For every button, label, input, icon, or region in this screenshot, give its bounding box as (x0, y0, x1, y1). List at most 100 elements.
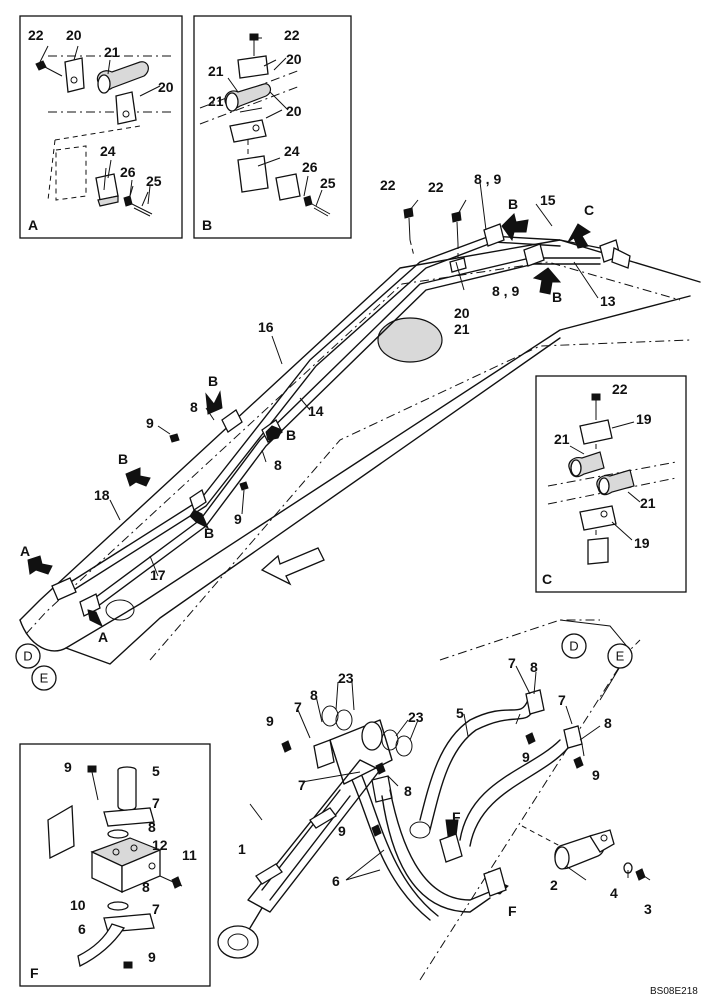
label-9: 9 (148, 949, 156, 965)
view-letter-c: C (584, 202, 594, 218)
inset-letter-f: F (30, 965, 39, 981)
label-20: 20 (66, 27, 82, 43)
label-22: 22 (428, 179, 444, 195)
label-8-9: 8 , 9 (492, 283, 519, 299)
label-12: 12 (152, 837, 168, 853)
arm-hoses (281, 689, 585, 921)
label-9: 9 (234, 511, 242, 527)
arm-cylinder (217, 619, 641, 981)
label-8: 8 (190, 399, 198, 415)
circle-marker-d: D (561, 633, 587, 659)
view-letter-a: A (98, 629, 108, 645)
circle-marker-d: D (15, 643, 41, 669)
label-10: 10 (70, 897, 86, 913)
view-letter-b: B (286, 427, 296, 443)
label-7: 7 (558, 692, 566, 708)
label-19: 19 (636, 411, 652, 427)
label-9: 9 (266, 713, 274, 729)
label-5: 5 (456, 705, 464, 721)
label-22: 22 (28, 27, 44, 43)
label-21: 21 (208, 63, 224, 79)
label-7: 7 (152, 795, 160, 811)
label-7: 7 (294, 699, 302, 715)
label-6: 6 (78, 921, 86, 937)
label-21: 21 (640, 495, 656, 511)
label-23: 23 (408, 709, 424, 725)
boom-pipes (51, 207, 631, 617)
label-26: 26 (302, 159, 318, 175)
label-2: 2 (550, 877, 558, 893)
view-letter-b: B (552, 289, 562, 305)
label-21: 21 (554, 431, 570, 447)
label-26: 26 (120, 164, 136, 180)
label-5: 5 (152, 763, 160, 779)
inset-letter-a: A (28, 217, 38, 233)
svg-text:D: D (569, 639, 578, 654)
inset-f (19, 743, 211, 987)
circle-marker-e: E (31, 665, 57, 691)
label-15: 15 (540, 192, 556, 208)
label-8: 8 (604, 715, 612, 731)
view-letter-f: F (452, 809, 461, 825)
view-letter-f: F (508, 903, 517, 919)
inset-a (19, 15, 183, 239)
label-8: 8 (274, 457, 282, 473)
label-21: 21 (454, 321, 470, 337)
label-9: 9 (592, 767, 600, 783)
part-labels: 22 20 21 20 24 26 25 A 22 20 21 21 20 24… (20, 27, 656, 981)
label-23: 23 (338, 670, 354, 686)
label-8: 8 (142, 879, 150, 895)
label-9: 9 (338, 823, 346, 839)
label-9: 9 (146, 415, 154, 431)
label-8: 8 (148, 819, 156, 835)
label-9: 9 (64, 759, 72, 775)
label-7: 7 (152, 901, 160, 917)
label-21: 21 (208, 93, 224, 109)
svg-text:E: E (616, 649, 625, 664)
label-8: 8 (530, 659, 538, 675)
view-letter-b: B (118, 451, 128, 467)
label-11: 11 (182, 847, 197, 863)
inset-letter-c: C (542, 571, 552, 587)
label-3: 3 (644, 901, 652, 917)
label-20: 20 (286, 103, 302, 119)
label-1: 1 (238, 841, 246, 857)
label-22: 22 (612, 381, 628, 397)
label-19: 19 (634, 535, 650, 551)
label-24: 24 (284, 143, 300, 159)
svg-text:E: E (40, 671, 49, 686)
label-20: 20 (454, 305, 470, 321)
label-22: 22 (380, 177, 396, 193)
inset-c (535, 375, 687, 593)
label-17: 17 (150, 567, 166, 583)
view-letter-b: B (208, 373, 218, 389)
label-8-9: 8 , 9 (474, 171, 501, 187)
label-21: 21 (104, 44, 120, 60)
view-letter-b: B (204, 525, 214, 541)
label-20: 20 (286, 51, 302, 67)
label-24: 24 (100, 143, 116, 159)
label-22: 22 (284, 27, 300, 43)
drawing-code: BS08E218 (650, 986, 698, 997)
label-7: 7 (298, 777, 306, 793)
direction-arrow (260, 547, 325, 586)
circle-marker-e: E (607, 643, 633, 669)
inset-letter-b: B (202, 217, 212, 233)
label-25: 25 (320, 175, 336, 191)
label-18: 18 (94, 487, 110, 503)
pin-assembly (521, 825, 651, 881)
svg-text:D: D (23, 649, 32, 664)
label-8: 8 (310, 687, 318, 703)
label-4: 4 (610, 885, 618, 901)
circle-markers: D E D E (15, 633, 633, 691)
leader-lines (39, 37, 629, 881)
label-16: 16 (258, 319, 274, 335)
label-13: 13 (600, 293, 616, 309)
label-14: 14 (308, 403, 324, 419)
label-8: 8 (404, 783, 412, 799)
label-20: 20 (158, 79, 174, 95)
label-6: 6 (332, 873, 340, 889)
label-9: 9 (522, 749, 530, 765)
label-25: 25 (146, 173, 162, 189)
